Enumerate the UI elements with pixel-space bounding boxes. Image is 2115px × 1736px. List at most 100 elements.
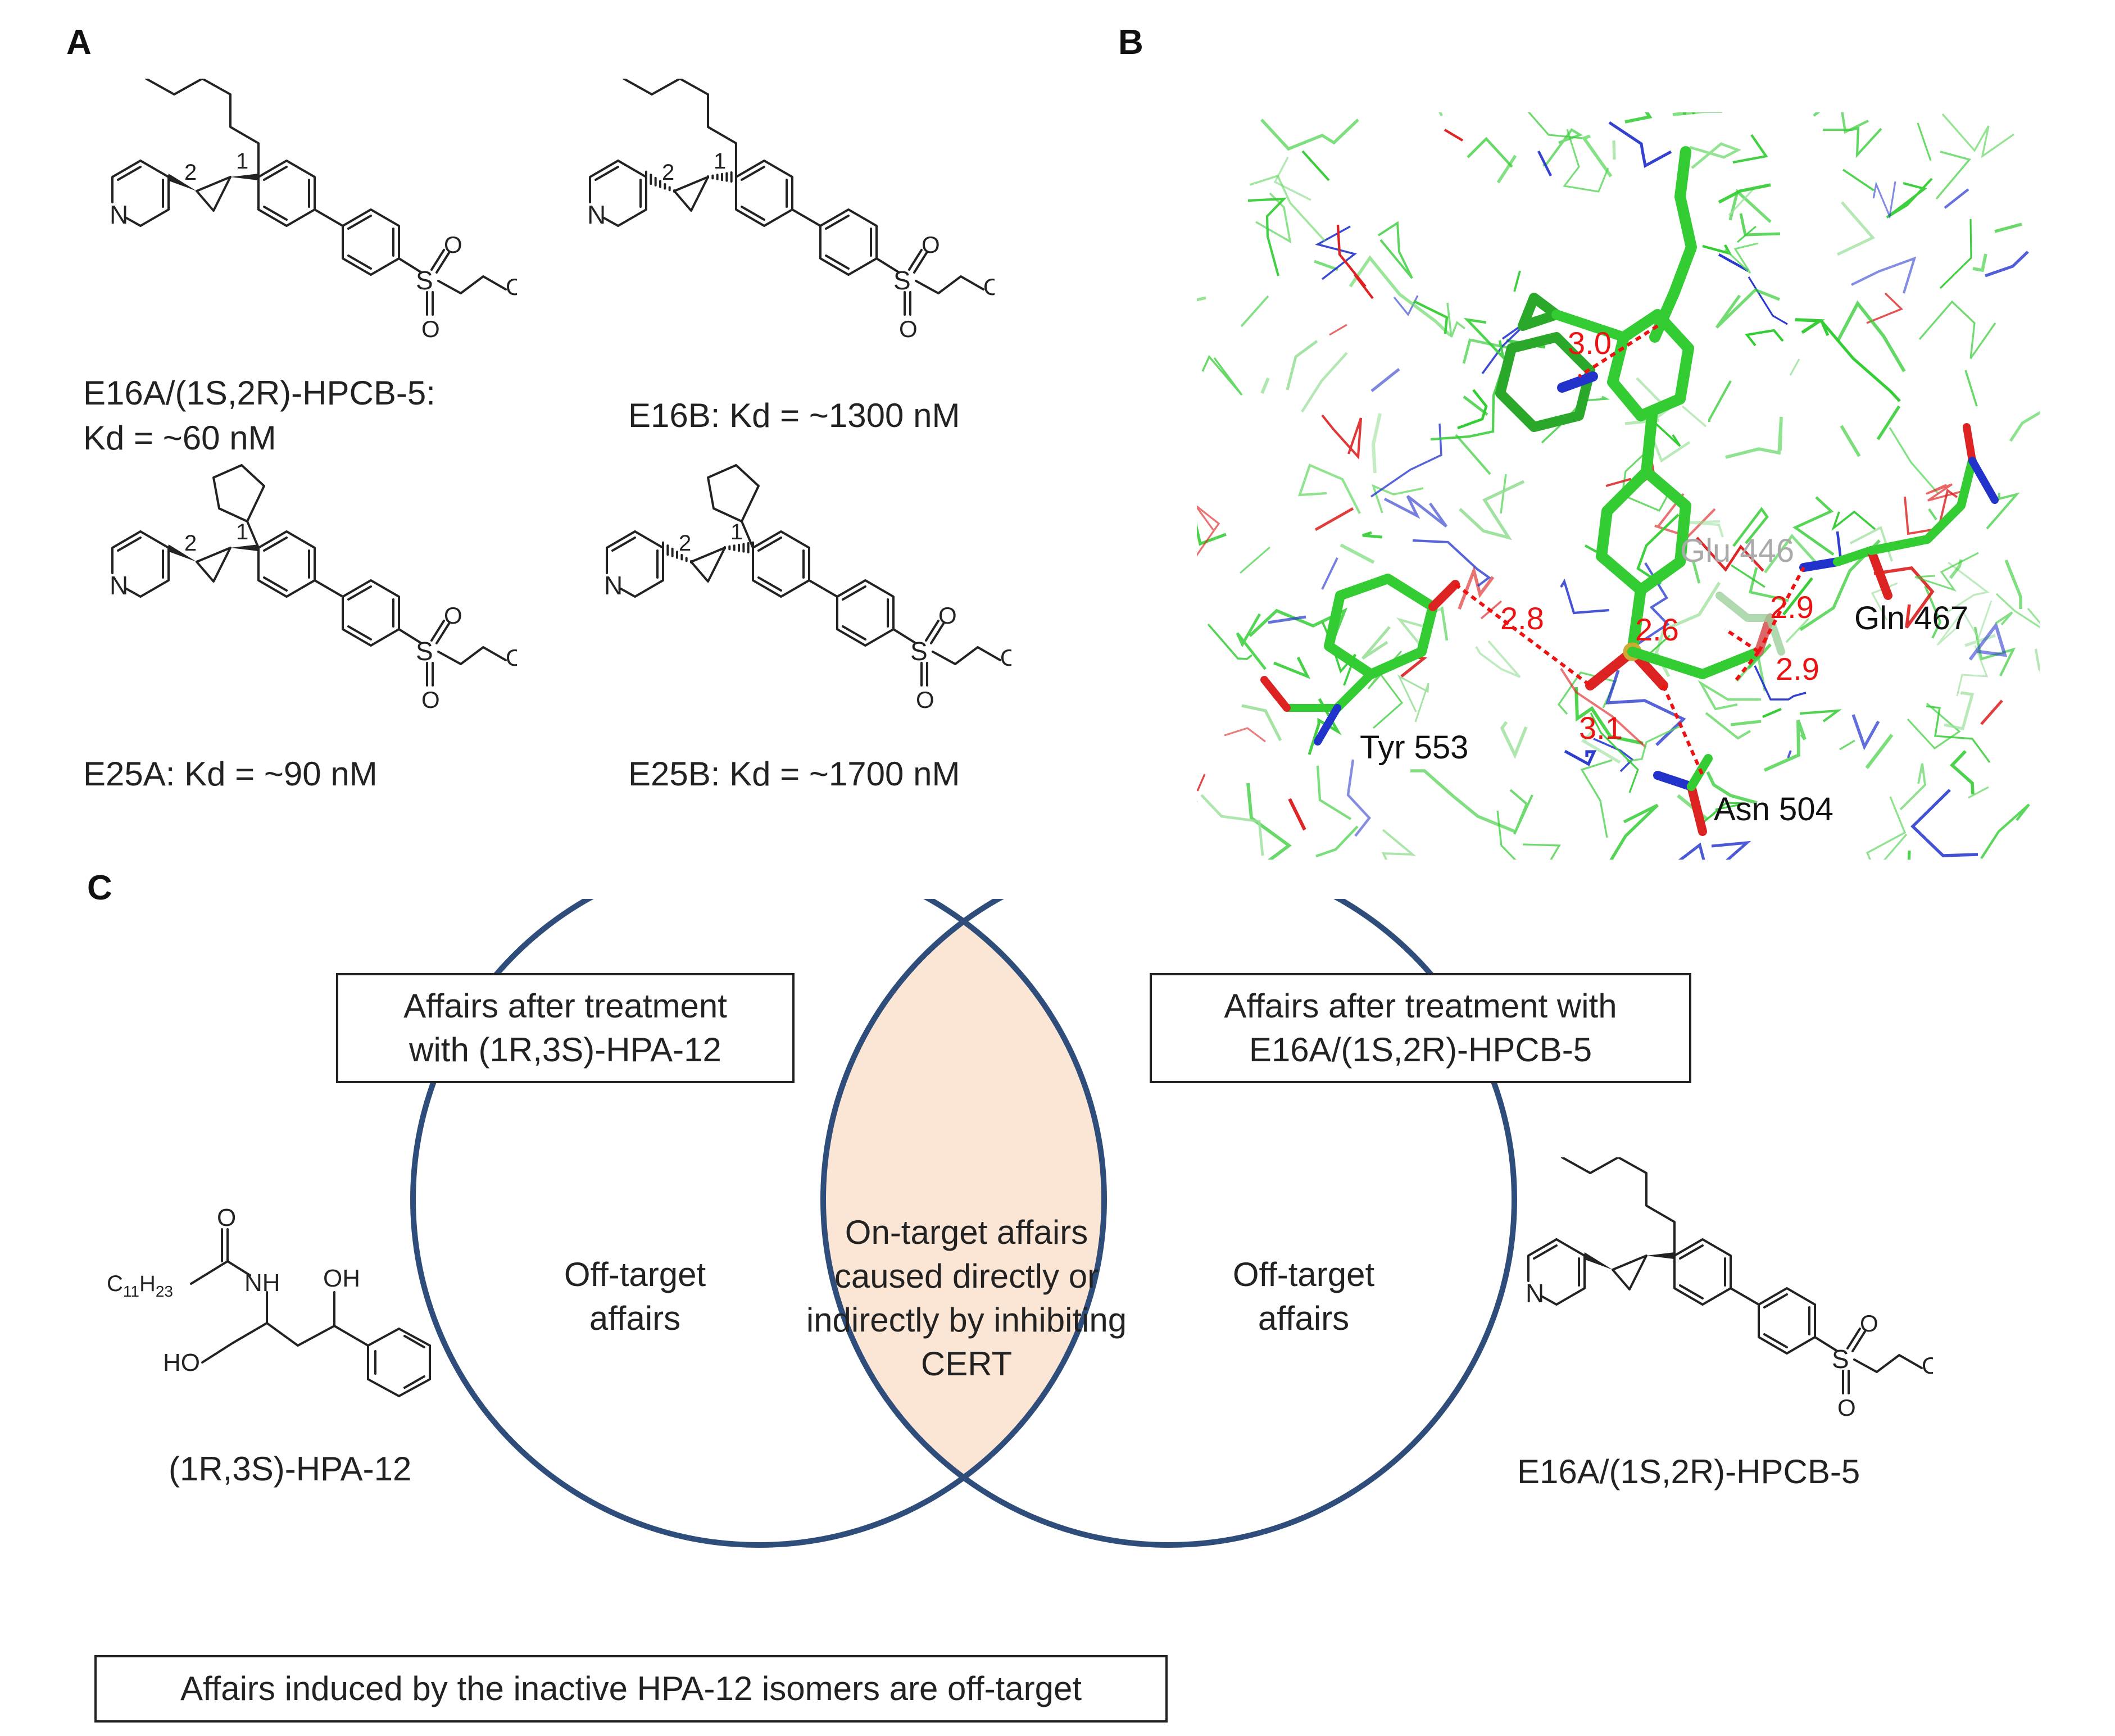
molecule-svg: NSOOOH bbox=[1526, 1156, 1957, 1421]
protein-wire bbox=[1964, 370, 1978, 407]
protein-wire bbox=[1972, 253, 1987, 272]
caption-hpa12: (1R,3S)-HPA-12 bbox=[169, 1450, 412, 1488]
protein-wire bbox=[1563, 129, 1609, 193]
protein-wire bbox=[1430, 370, 1504, 441]
box-right-line2: E16A/(1S,2R)-HPCB-5 bbox=[1249, 1031, 1592, 1069]
atom-o: O bbox=[922, 231, 940, 258]
protein-wire bbox=[1560, 578, 1610, 615]
venn-left-only-text: Off-target affairs bbox=[523, 1253, 747, 1340]
protein-wire bbox=[1463, 317, 1505, 362]
distance-label: 3.0 bbox=[1568, 325, 1612, 361]
venn-left-line1: Off-target bbox=[564, 1256, 706, 1293]
atom-oh: OH bbox=[506, 644, 517, 671]
atom-n: N bbox=[587, 200, 606, 229]
protein-wire bbox=[1964, 634, 1996, 647]
protein-wire bbox=[1362, 531, 1383, 539]
protein-wire bbox=[1440, 606, 1449, 641]
venn-overlap-line2: caused directly or bbox=[834, 1257, 1099, 1295]
protein-wire bbox=[1936, 600, 1993, 646]
protein-wire bbox=[1197, 522, 1227, 546]
box-bottom-inactive-isomers: Affairs induced by the inactive HPA-12 i… bbox=[94, 1655, 1168, 1723]
protein-wire bbox=[1876, 405, 1901, 440]
protein-wire bbox=[1240, 295, 1269, 328]
panel-label-b: B bbox=[1118, 23, 1143, 62]
carbon-1-label: 1 bbox=[236, 149, 248, 174]
protein-wire bbox=[1315, 225, 1357, 280]
caption-e16a-line2: Kd = ~60 nM bbox=[83, 419, 276, 457]
venn-overlap-fill bbox=[823, 899, 1104, 1545]
svg-text:NH: NH bbox=[244, 1269, 280, 1297]
protein-wire bbox=[1260, 119, 1359, 151]
box-bottom-text: Affairs induced by the inactive HPA-12 i… bbox=[180, 1670, 1082, 1707]
protein-wire bbox=[1705, 712, 1751, 740]
protein-wire bbox=[1968, 786, 1989, 799]
venn-right-circle bbox=[820, 899, 1517, 1548]
protein-wire bbox=[1836, 201, 1876, 256]
protein-wire bbox=[2034, 648, 2040, 672]
protein-wire bbox=[1873, 566, 1935, 629]
protein-wire bbox=[1698, 680, 1761, 711]
atom-n: N bbox=[110, 571, 128, 600]
protein-wire bbox=[1249, 607, 1348, 649]
protein-wire bbox=[1593, 738, 1634, 772]
atom-oh: OH bbox=[506, 274, 517, 300]
protein-wire bbox=[1315, 825, 1359, 858]
protein-wire bbox=[1349, 255, 1451, 337]
molecule-svg: NSOOOH21 bbox=[604, 464, 1036, 713]
protein-wire bbox=[1732, 134, 1768, 164]
protein-wire bbox=[1301, 150, 1330, 181]
protein-wire bbox=[1672, 112, 1722, 116]
molecule-svg: NSOOOH21 bbox=[110, 464, 541, 713]
protein-wire bbox=[1286, 340, 1318, 390]
protein-wire bbox=[1321, 557, 1338, 590]
protein-wire bbox=[1574, 687, 1644, 745]
label-tyr553: Tyr 553 bbox=[1360, 729, 1468, 766]
protein-wire bbox=[1986, 492, 2020, 530]
protein-wire bbox=[1910, 789, 1978, 857]
protein-wire bbox=[1457, 389, 1488, 430]
protein-wire bbox=[1321, 414, 1363, 460]
protein-wire bbox=[1288, 798, 1306, 831]
protein-wire bbox=[1197, 505, 1220, 557]
protein-wire bbox=[1840, 425, 1861, 457]
protein-wire bbox=[1980, 699, 2003, 725]
molecule-e16a: NSOOOH21 bbox=[56, 78, 541, 374]
protein-wire bbox=[1370, 367, 1400, 393]
box-left-line1: Affairs after treatment bbox=[403, 987, 727, 1025]
protein-wire bbox=[1609, 803, 1659, 860]
protein-wire bbox=[1371, 413, 1382, 474]
atom-s: S bbox=[910, 637, 928, 666]
protein-wire bbox=[1696, 537, 1764, 572]
protein-wire bbox=[1197, 774, 1206, 792]
protein-wire bbox=[1994, 222, 2022, 233]
protein-wire bbox=[1941, 113, 2014, 158]
protein-wire bbox=[1799, 709, 1842, 722]
carbon-1-label: 1 bbox=[730, 520, 743, 544]
protein-wire bbox=[1624, 112, 1653, 124]
protein-wire bbox=[1444, 129, 1464, 142]
atom-o: O bbox=[938, 602, 957, 629]
protein-wire bbox=[1907, 702, 1961, 750]
residue-tyr-sticks bbox=[1260, 574, 1460, 746]
protein-wire bbox=[1782, 577, 1813, 616]
carbon-1-label: 1 bbox=[714, 149, 726, 174]
venn-right-line2: affairs bbox=[1258, 1299, 1350, 1337]
protein-wire bbox=[1509, 789, 1533, 835]
protein-wire bbox=[1926, 705, 1991, 763]
protein-wire bbox=[1718, 253, 1749, 272]
protein-wire bbox=[1340, 543, 1375, 564]
protein-wire bbox=[1842, 169, 1875, 192]
protein-wire bbox=[1718, 183, 1771, 204]
protein-wire bbox=[1608, 121, 1672, 168]
protein-wire bbox=[1316, 765, 1352, 820]
atom-o: O bbox=[916, 687, 934, 713]
protein-wire bbox=[1580, 759, 1613, 838]
protein-wire bbox=[1246, 783, 1292, 860]
box-left-hpa12: Affairs after treatment with (1R,3S)-HPA… bbox=[336, 973, 795, 1083]
protein-wire bbox=[1273, 656, 1311, 679]
protein-wire bbox=[1268, 615, 1306, 624]
protein-wire bbox=[1944, 188, 1969, 209]
protein-wire bbox=[1314, 260, 1338, 271]
docking-svg: Glu 446 Gln 467 Tyr 553 Asn 504 3.0 2.8 … bbox=[1197, 112, 2040, 860]
protein-wire bbox=[1956, 645, 1989, 697]
